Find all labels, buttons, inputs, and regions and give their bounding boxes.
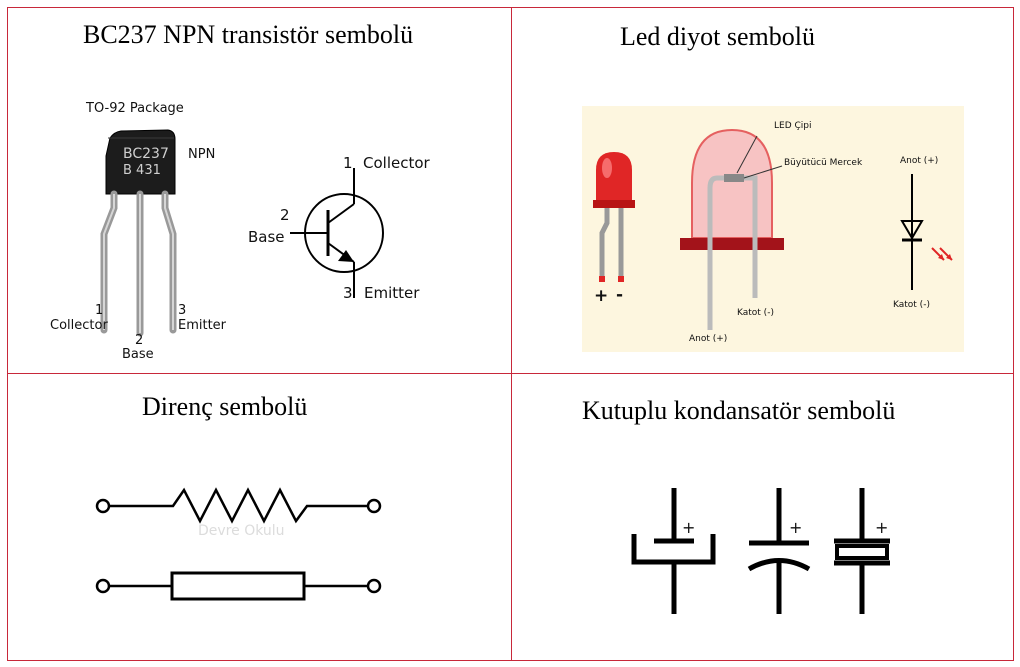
polarized-capacitor-box-symbol — [834, 488, 890, 614]
resistor-title: Direnç sembolü — [142, 392, 308, 421]
package-label: TO-92 Package — [86, 101, 184, 116]
led-drawing — [582, 106, 964, 352]
led-chip-label: LED Çipi — [774, 121, 812, 131]
led-base-bar — [680, 238, 784, 250]
grid-border — [7, 7, 1014, 661]
cathode-lead-label: Katot (-) — [737, 308, 774, 318]
zigzag-resistor-symbol — [95, 487, 382, 524]
to92-package-illustration — [100, 129, 177, 337]
led-cell: Led diyot sembolü — [512, 8, 1013, 373]
resistor-cell: Direnç sembolü Devre Okulu — [8, 374, 511, 660]
small-led-illustration — [593, 152, 635, 282]
led-schematic-symbol — [900, 174, 953, 290]
symbol-collector-label: Collector — [363, 154, 430, 172]
resistor-watermark: Devre Okulu — [198, 523, 285, 539]
capacitor2-plus: + — [789, 518, 803, 537]
capacitor-title: Kutuplu kondansatör sembolü — [582, 396, 896, 425]
package-marking-line2: B 431 — [123, 163, 161, 178]
pin3-name: Emitter — [178, 318, 227, 333]
capacitor-drawing — [631, 488, 890, 614]
lens-label: Büyütücü Mercek — [784, 158, 863, 168]
polarized-capacitor-curved-symbol — [747, 488, 811, 614]
npn-type-label: NPN — [188, 147, 216, 162]
symbol-anode-label: Anot (+) — [900, 156, 939, 166]
box-resistor-symbol — [95, 571, 382, 601]
transistor-title: BC237 NPN transistör sembolü — [83, 20, 414, 49]
pin1-name: Collector — [50, 318, 108, 333]
symbol-cathode-label: Katot (-) — [893, 300, 930, 310]
symbol-collector-number: 1 — [343, 154, 353, 172]
large-led-cutaway — [680, 128, 784, 330]
pin3-number: 3 — [178, 303, 187, 318]
pin2-number: 2 — [135, 333, 144, 348]
capacitor3-plus: + — [875, 518, 889, 537]
capacitor1-plus: + — [682, 518, 696, 537]
polarized-capacitor-cup-symbol — [631, 488, 716, 614]
npn-transistor-symbol — [290, 168, 384, 298]
package-marking-line1: BC237 — [123, 146, 169, 162]
symbol-base-label: Base — [248, 228, 285, 246]
pin2-name: Base — [122, 347, 154, 362]
resistor-drawing — [95, 487, 382, 601]
symbol-emitter-number: 3 — [343, 284, 353, 302]
transistor-drawing — [100, 129, 384, 337]
capacitor-cell: Kutuplu kondansatör sembolü — [512, 374, 1013, 660]
pin1-number: 1 — [95, 303, 104, 318]
anode-lead-label: Anot (+) — [689, 334, 728, 344]
led-minus-lead: - — [616, 285, 624, 305]
transistor-cell: BC237 NPN transistör sembolü — [8, 8, 511, 373]
symbol-emitter-label: Emitter — [364, 284, 420, 302]
led-plus-lead: + — [594, 286, 609, 306]
led-title: Led diyot sembolü — [620, 22, 815, 51]
symbol-base-number: 2 — [280, 206, 290, 224]
